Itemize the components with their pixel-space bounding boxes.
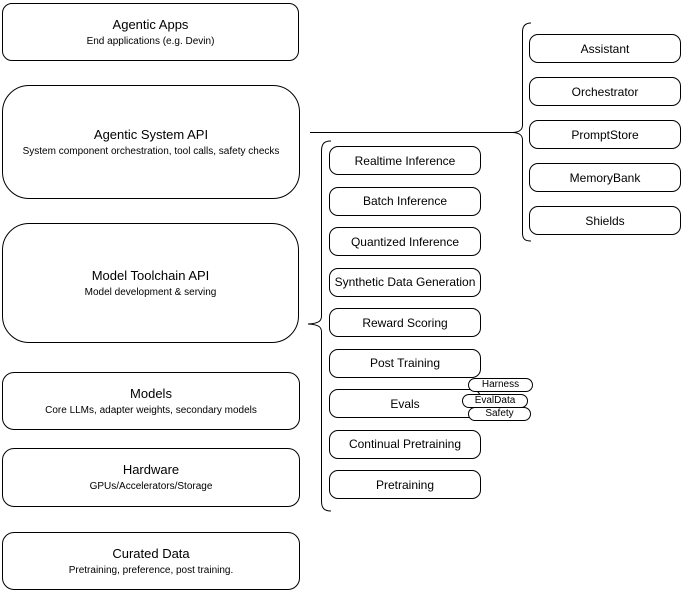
node-agentic-apps: Agentic Apps End applications (e.g. Devi… — [2, 3, 299, 61]
component-promptstore: PromptStore — [529, 120, 681, 149]
toolchain-item-continual-pretraining: Continual Pretraining — [329, 429, 481, 459]
toolchain-item-evals: Evals Harness EvalData Safety — [329, 378, 533, 421]
node-agentic-system-api-title: Agentic System API — [93, 126, 209, 142]
toolchain-group: Realtime Inference Batch Inference Quant… — [329, 146, 533, 499]
component-memorybank: MemoryBank — [529, 163, 681, 192]
node-agentic-system-api: Agentic System API System component orch… — [2, 85, 300, 199]
system-components-group: Assistant Orchestrator PromptStore Memor… — [529, 34, 681, 235]
evals-tag-evaldata: EvalData — [462, 394, 528, 408]
evals-tag-harness: Harness — [468, 378, 533, 392]
node-model-toolchain-api-title: Model Toolchain API — [91, 267, 210, 283]
node-agentic-system-api-subtitle: System component orchestration, tool cal… — [22, 145, 280, 157]
toolchain-item-evals-label: Evals — [390, 396, 420, 411]
evals-tag-safety: Safety — [468, 407, 531, 421]
node-hardware-title: Hardware — [122, 462, 180, 477]
toolchain-item-synthetic-data-generation: Synthetic Data Generation — [329, 267, 481, 297]
toolchain-item-reward-scoring: Reward Scoring — [329, 308, 481, 337]
node-curated-data: Curated Data Pretraining, preference, po… — [2, 532, 300, 590]
toolchain-item-post-training: Post Training — [329, 348, 481, 378]
component-orchestrator: Orchestrator — [529, 77, 681, 106]
component-shields: Shields — [529, 206, 681, 235]
toolchain-item-quantized-inference: Quantized Inference — [329, 227, 481, 256]
node-agentic-apps-subtitle: End applications (e.g. Devin) — [86, 35, 215, 47]
node-hardware: Hardware GPUs/Accelerators/Storage — [2, 448, 300, 507]
component-assistant: Assistant — [529, 34, 681, 63]
node-model-toolchain-api: Model Toolchain API Model development & … — [2, 223, 299, 343]
node-hardware-subtitle: GPUs/Accelerators/Storage — [89, 481, 213, 492]
components-brace — [512, 22, 532, 242]
node-curated-data-title: Curated Data — [112, 545, 190, 561]
node-agentic-apps-title: Agentic Apps — [112, 16, 189, 32]
node-curated-data-subtitle: Pretraining, preference, post training. — [68, 564, 234, 576]
node-models: Models Core LLMs, adapter weights, secon… — [2, 372, 300, 430]
toolchain-item-batch-inference: Batch Inference — [329, 186, 481, 216]
toolchain-brace — [307, 140, 332, 512]
toolchain-item-pretraining: Pretraining — [329, 470, 481, 499]
node-models-subtitle: Core LLMs, adapter weights, secondary mo… — [45, 404, 257, 416]
node-models-title: Models — [130, 385, 172, 401]
node-model-toolchain-api-subtitle: Model development & serving — [84, 286, 217, 298]
toolchain-item-realtime-inference: Realtime Inference — [329, 146, 481, 175]
